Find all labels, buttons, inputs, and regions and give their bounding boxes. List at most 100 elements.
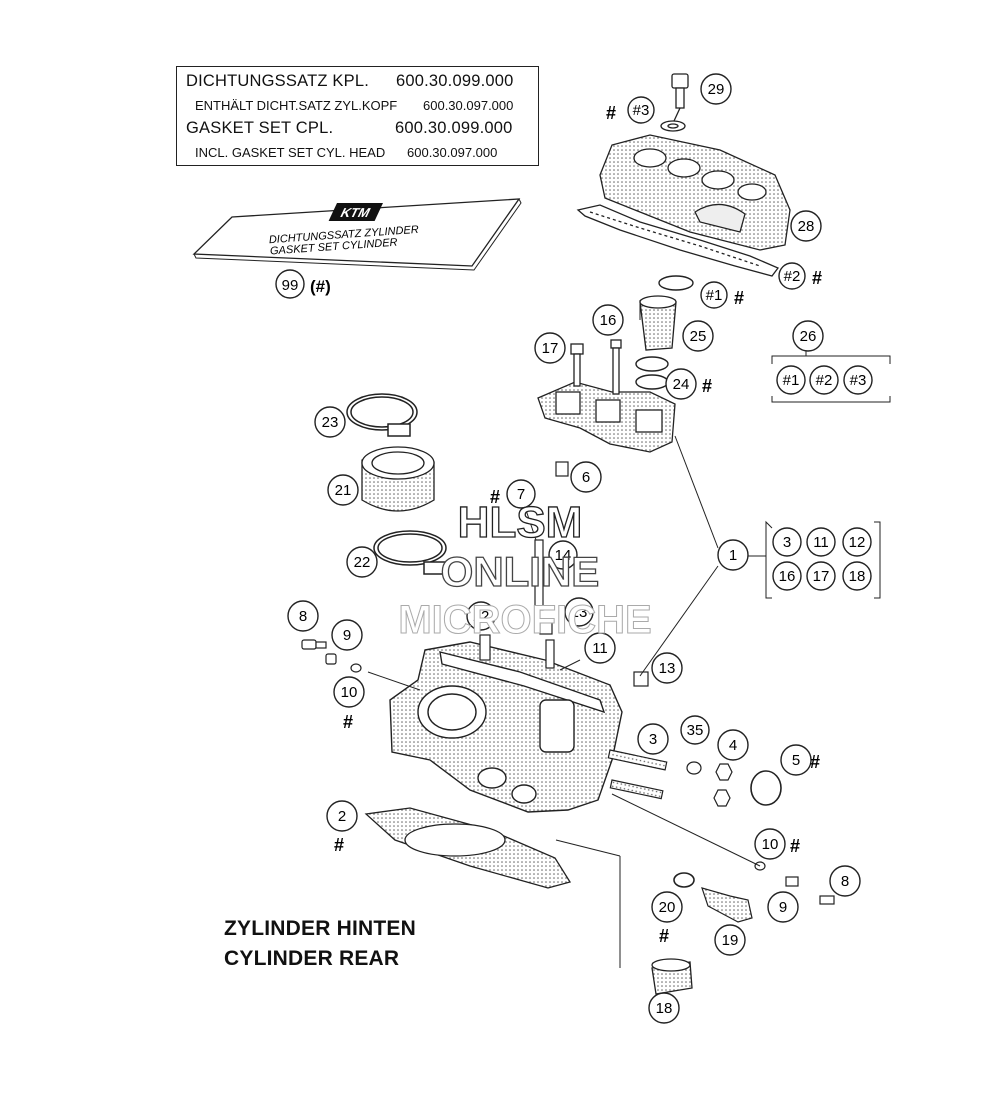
callout-c20: 20	[651, 891, 683, 923]
callout-c29: 29	[700, 73, 732, 105]
callout-c7: 7	[506, 479, 536, 509]
callout-label: 23	[322, 414, 339, 431]
callout-c6: 6	[570, 461, 602, 493]
callout-label: 2	[338, 808, 346, 825]
callout-label: 10	[341, 684, 358, 701]
caption-de: ZYLINDER HINTEN	[224, 917, 416, 940]
callout-label: 24	[673, 376, 690, 393]
callout-label: 3	[783, 534, 791, 551]
callout-c26_2: #2	[809, 365, 839, 395]
callout-label: 9	[343, 627, 351, 644]
callout-label: 1	[729, 547, 737, 564]
callout-c2a: #2	[778, 262, 806, 290]
callout-c3: 3	[637, 723, 669, 755]
callout-label: 26	[800, 328, 817, 345]
hash-mark: #	[490, 487, 500, 507]
hash-mark: #	[343, 712, 353, 732]
callout-c2: 2	[326, 800, 358, 832]
callout-label: 19	[722, 932, 739, 949]
callout-label: 11	[592, 640, 608, 657]
callout-c13b: 13	[651, 652, 683, 684]
callout-c21: 21	[327, 474, 359, 506]
callout-label: 28	[798, 218, 815, 235]
hash-mark: #	[334, 835, 344, 855]
callout-c4: 4	[717, 729, 749, 761]
small-seal-and-nuts	[686, 761, 782, 807]
callout-label: 10	[762, 836, 779, 853]
bracket-1	[765, 520, 881, 599]
callout-label: #2	[816, 372, 833, 389]
plug-right	[673, 861, 835, 905]
callout-c8b: 8	[829, 865, 861, 897]
callout-c10b: 10	[754, 828, 786, 860]
callout-c9b: 9	[767, 891, 799, 923]
callout-label: #2	[784, 268, 801, 285]
gasket-set-number-en: 600.30.099.000	[395, 119, 513, 137]
callout-label: 20	[659, 899, 676, 916]
callout-c24: 24	[665, 368, 697, 400]
callout-c18: 18	[648, 992, 680, 1024]
gasket-set-info-box: DICHTUNGSSATZ KPL. 600.30.099.000 ENTHÄL…	[176, 66, 539, 166]
diagram-caption: ZYLINDER HINTEN CYLINDER REAR	[224, 914, 416, 974]
callout-c1a: #1	[700, 281, 728, 309]
callout-c10a: 10	[333, 676, 365, 708]
spark-plug-tube	[639, 295, 677, 351]
callout-label: 25	[690, 328, 707, 345]
callout-label: 16	[779, 568, 796, 585]
gasket-set-contents-de: ENTHÄLT DICHT.SATZ ZYL.KOPF	[195, 98, 398, 113]
callout-g18: 18	[842, 561, 872, 591]
callout-g17: 17	[806, 561, 836, 591]
valve-cover	[599, 134, 791, 251]
valve-cover-gasket	[576, 204, 780, 277]
watermark-line-2: ONLINE	[440, 547, 600, 595]
gasket-set-contents-number-de: 600.30.097.000	[423, 98, 514, 113]
callout-c5: 5	[780, 744, 812, 776]
hash-mark: #	[659, 926, 669, 946]
intake-manifold-rubber	[361, 446, 435, 512]
callout-c13a: 13	[564, 597, 594, 627]
hash-mark: #	[812, 268, 822, 288]
callout-c25: 25	[682, 320, 714, 352]
callout-label: 29	[708, 81, 725, 98]
callout-c28: 28	[790, 210, 822, 242]
watermark-line-1: HLSM	[457, 497, 583, 547]
callout-label: 17	[542, 340, 559, 357]
cover-bolt	[660, 73, 689, 132]
callout-c26: 26	[792, 320, 824, 352]
hash-mark: #	[734, 288, 744, 308]
camshaft-carrier	[537, 381, 676, 453]
head-gasket	[364, 807, 572, 889]
callout-label: 3	[649, 731, 657, 748]
callout-label: 18	[656, 1000, 673, 1017]
temperature-sensor	[701, 887, 753, 923]
callout-c12: 12	[466, 601, 496, 631]
callout-c22: 22	[346, 546, 378, 578]
callout-c23: 23	[314, 406, 346, 438]
caption-en: CYLINDER REAR	[224, 947, 400, 970]
callout-c11: 11	[584, 632, 616, 664]
callout-c26_3: #3	[843, 365, 873, 395]
callout-g16: 16	[772, 561, 802, 591]
plug-left	[301, 639, 362, 673]
gasket-set-contents-en: INCL. GASKET SET CYL. HEAD	[195, 145, 386, 160]
gasket-set-contents-number-en: 600.30.097.000	[407, 145, 498, 160]
head-studs	[479, 461, 649, 687]
hash-mark: #	[810, 752, 820, 772]
callout-c35: 35	[680, 715, 710, 745]
callout-label: #1	[706, 287, 723, 304]
cylinder-head	[389, 641, 623, 813]
callout-g12: 12	[842, 527, 872, 557]
callout-c19: 19	[714, 924, 746, 956]
packet-note: (#)	[310, 277, 331, 296]
gasket-set-number-de: 600.30.099.000	[396, 72, 514, 90]
intake-clamp-lower	[373, 530, 449, 575]
callout-label: #1	[783, 372, 800, 389]
adjuster-screws	[607, 749, 668, 800]
callout-label: 5	[792, 752, 800, 769]
callout-label: 14	[555, 547, 572, 564]
callout-label: 12	[473, 608, 490, 625]
intake-clamp-upper	[346, 393, 418, 437]
callout-c14: 14	[548, 540, 578, 570]
